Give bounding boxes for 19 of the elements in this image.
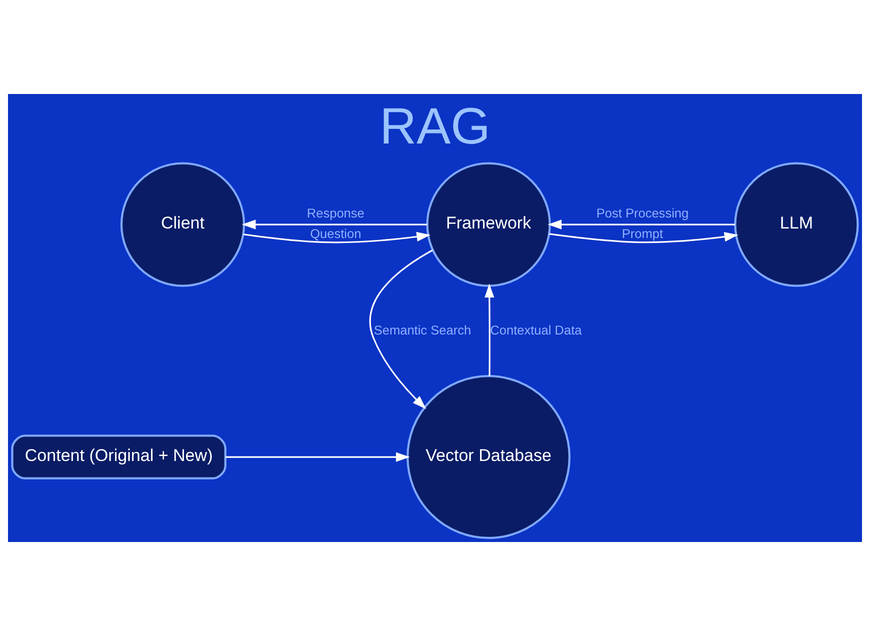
arrow: [548, 220, 735, 230]
node-circle: Vector Database: [406, 375, 571, 540]
edge-label: Question: [310, 226, 362, 241]
arrow: [243, 232, 431, 244]
arrow: [549, 232, 738, 244]
diagram-title: RAG: [380, 97, 490, 154]
arrow: [369, 249, 434, 410]
edge-label: Prompt: [622, 226, 664, 241]
edge-label: Post Processing: [596, 206, 689, 221]
edge-label: Semantic Search: [374, 322, 472, 338]
arrow: [226, 452, 410, 462]
node-circle: LLM: [734, 162, 859, 287]
arrow: [242, 220, 428, 230]
node-circle: Framework: [426, 162, 551, 287]
edge-label: Contextual Data: [490, 322, 582, 338]
node-box: Content (Original + New): [11, 434, 226, 480]
arrow: [484, 284, 494, 376]
node-circle: Client: [120, 162, 246, 287]
edge-label: Response: [306, 206, 364, 221]
